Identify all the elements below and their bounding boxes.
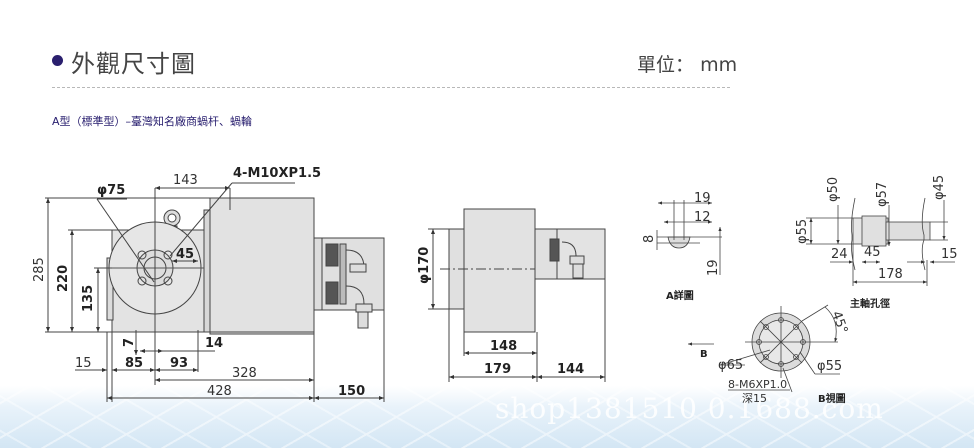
dim-a-19: 19: [694, 191, 711, 206]
dim-dia-50: φ50: [826, 177, 841, 202]
dim-93: 93: [170, 356, 188, 371]
tap-callout: 4-M10XP1.5: [233, 166, 321, 181]
dim-220: 220: [56, 265, 71, 292]
view-b: [688, 304, 840, 393]
arrow-b-label: B: [700, 349, 708, 360]
dim-178: 178: [878, 267, 903, 282]
detail-a: [656, 200, 722, 275]
dim-428: 428: [207, 384, 232, 399]
unit-prefix: 單位：: [637, 54, 695, 76]
dim-328: 328: [232, 366, 257, 381]
dim-148: 148: [490, 339, 517, 354]
depth-callout: 深15: [742, 392, 767, 405]
spindle-bore: [806, 197, 955, 286]
dim-45: 45: [176, 247, 194, 262]
dim-179: 179: [484, 362, 511, 377]
detail-a-labels: 19 12 8 19 A詳圖: [642, 191, 721, 302]
bore-callout: φ75: [97, 183, 125, 198]
front-view-labels: φ75 4-M10XP1.5 143 285 220 135 45 7 14 1…: [32, 166, 365, 399]
spindle-bore-label: 主軸孔徑: [850, 297, 890, 310]
side-view: [428, 208, 606, 382]
dim-dia-57: φ57: [875, 182, 890, 207]
watermark: shop1381510 0.1688.com: [495, 392, 884, 425]
model-subtitle: A型（標準型）–臺灣知名廠商蝸杆、蝸輪: [52, 115, 253, 128]
side-view-labels: φ170 148 179 144: [417, 247, 584, 377]
front-view: [45, 182, 385, 402]
dim-285: 285: [32, 257, 47, 282]
dim-85: 85: [125, 356, 143, 371]
dim-dia-55: φ55: [795, 219, 810, 244]
dim-15b: 15: [941, 247, 958, 262]
dim-150: 150: [338, 384, 365, 399]
page-title: 外觀尺寸圖: [71, 50, 196, 78]
unit-label: 單位： mm: [637, 50, 737, 77]
dim-143: 143: [173, 173, 198, 188]
detail-a-label: A詳圖: [666, 289, 694, 302]
dim-45b: 45: [864, 245, 881, 260]
dim-a-12: 12: [694, 210, 711, 225]
header-divider: [52, 87, 730, 88]
dim-24: 24: [831, 247, 848, 262]
spindle-bore-labels: φ50 φ57 φ45 φ55 24 45 15 178 主軸孔徑: [795, 175, 958, 310]
dim-7: 7: [122, 338, 137, 347]
dim-15: 15: [75, 356, 92, 371]
view-b-labels: B 45° φ65 φ55 8-M6XP1.0 深15 B視圖: [700, 309, 850, 405]
dim-dia-45: φ45: [932, 175, 947, 200]
dim-144: 144: [557, 362, 584, 377]
dim-dia-55b: φ55: [817, 359, 842, 374]
header-bullet: [52, 55, 63, 66]
dim-dia-65: φ65: [718, 358, 743, 373]
unit-value: mm: [700, 54, 738, 76]
dim-a-8: 8: [642, 235, 657, 243]
dim-14: 14: [205, 336, 223, 351]
dim-a-19b: 19: [706, 259, 721, 276]
angle-45: 45°: [828, 309, 850, 336]
view-b-label: B視圖: [818, 392, 846, 405]
tap-callout-b: 8-M6XP1.0: [728, 378, 787, 391]
dim-135: 135: [81, 285, 96, 312]
dim-dia-170: φ170: [417, 247, 432, 284]
